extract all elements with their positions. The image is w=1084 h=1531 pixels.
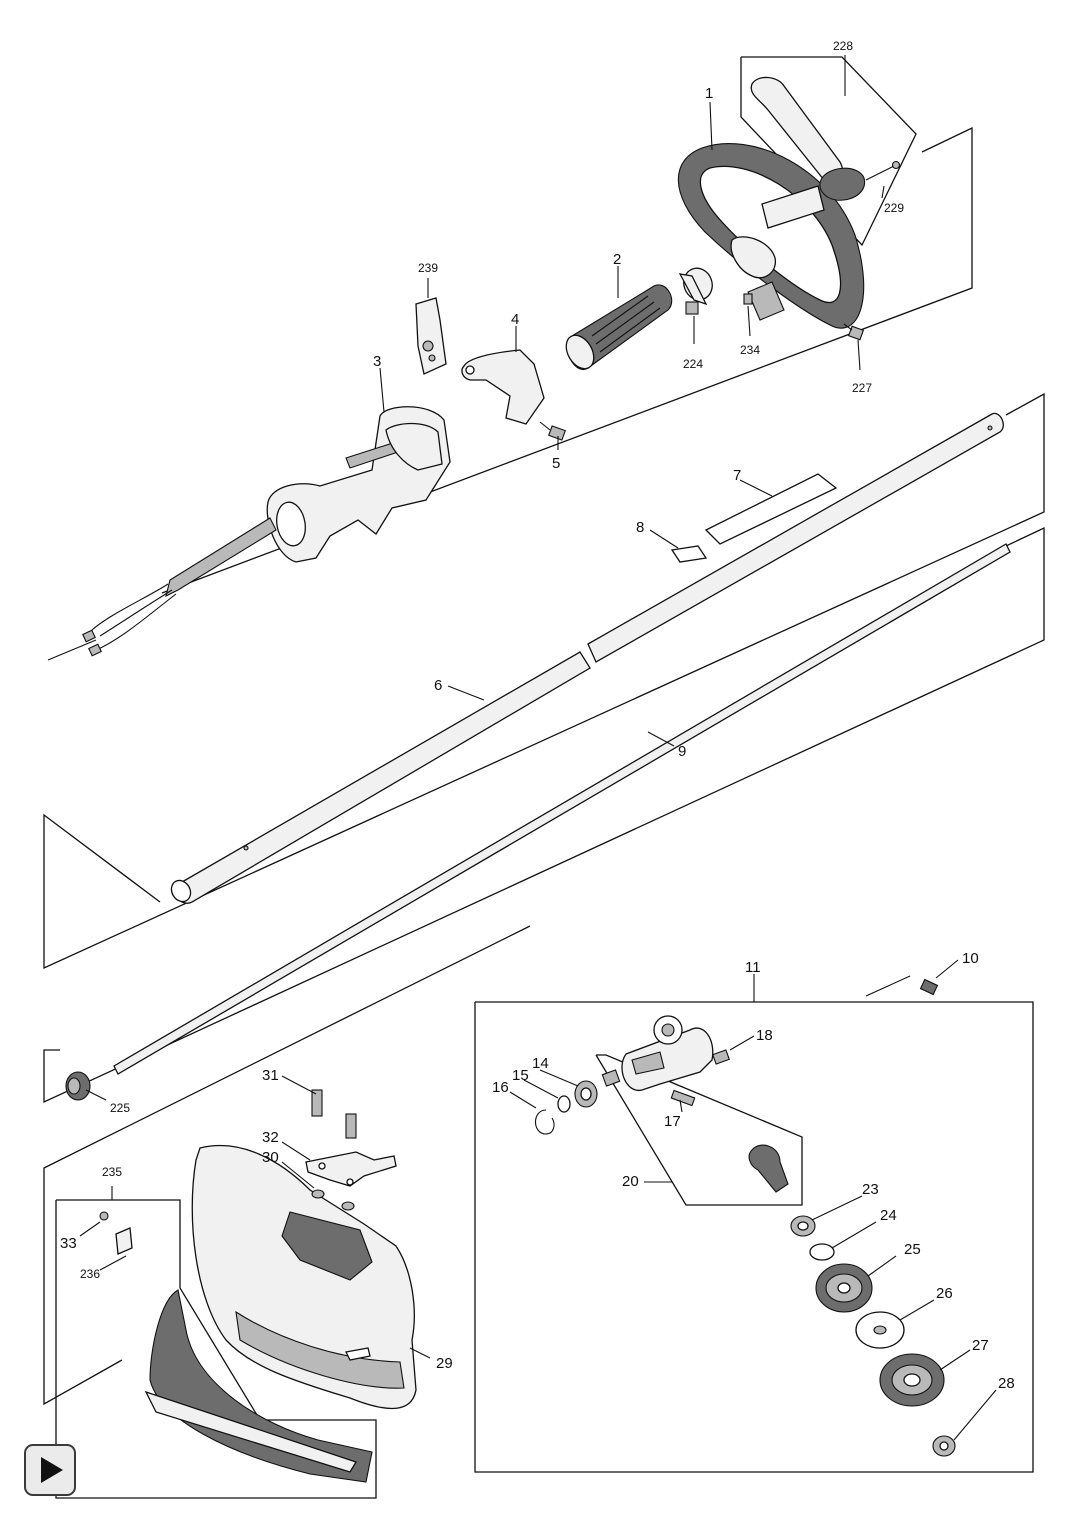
guard-cap-27 [879,1353,945,1407]
frame-guard-assembly [43,925,531,1406]
label-4: 4 [511,311,519,328]
circlip-16 [534,1109,555,1135]
plate-236 [115,1227,133,1255]
washer-15 [557,1095,571,1113]
shaft-tube [170,412,1004,904]
label-16: 16 [492,1079,509,1096]
label-5: 5 [552,455,560,472]
label-23: 23 [862,1181,879,1198]
lever-part [750,76,866,201]
label-31: 31 [262,1067,279,1084]
label-239: 239 [418,261,438,275]
bracket-239 [415,297,447,375]
screw-229 [865,160,901,181]
screw-227 [843,323,865,341]
play-triangle-icon [41,1457,63,1483]
label-235: 235 [102,1165,122,1179]
label-33: 33 [60,1235,77,1252]
screw-33 [99,1211,109,1221]
label-20: 20 [622,1173,639,1190]
grip-sleeve [565,284,673,371]
label-decal-7 [704,473,838,545]
label-11: 11 [745,959,761,976]
label-25: 25 [904,1241,921,1258]
nut-28 [932,1435,956,1457]
label-24: 24 [880,1207,897,1224]
label-15: 15 [512,1067,529,1084]
gear-cover-25 [815,1263,873,1313]
frame-lever-kit [740,56,917,247]
label-7: 7 [733,467,741,484]
circlip-24 [809,1243,835,1261]
label-27: 27 [972,1337,989,1354]
label-26: 26 [936,1285,953,1302]
label-28: 28 [998,1375,1015,1392]
frame-shaft-kit [595,1054,803,1206]
label-32: 32 [262,1129,279,1146]
label-29: 29 [436,1355,453,1372]
bearing-14 [574,1080,598,1108]
label-6: 6 [434,677,442,694]
washer-30 [311,1189,355,1211]
label-1: 1 [705,85,713,102]
screw-5 [539,421,566,441]
bolt-10 [919,978,939,996]
loop-handle [677,143,865,329]
label-30: 30 [262,1149,279,1166]
drive-shaft [113,543,1011,1075]
pin-234 [743,293,753,305]
bearing-23 [790,1215,816,1237]
frame-gearhead-assembly [474,974,1034,1473]
label-229: 229 [884,201,904,215]
gear-head [621,1015,714,1091]
label-2: 2 [613,251,621,268]
damper-225 [65,1071,91,1101]
bracket-4 [461,349,545,425]
label-14: 14 [532,1055,549,1072]
clamp-224 [678,267,713,315]
label-10: 10 [962,950,979,967]
frame-shaft-assembly [43,392,1045,970]
throttle-handle [266,406,451,563]
next-page-button[interactable] [24,1444,76,1496]
bolt-31 [311,1089,357,1139]
label-3: 3 [373,353,381,370]
bolt-18 [712,1049,730,1065]
label-decal-8 [670,545,708,563]
guard-29 [191,1144,417,1410]
control-cable [47,517,277,661]
label-17: 17 [664,1113,681,1130]
label-227: 227 [852,381,872,395]
frame-handle-assembly [161,126,973,594]
holder-26 [855,1311,905,1349]
label-236: 236 [80,1267,100,1281]
label-9: 9 [678,743,686,760]
label-234: 234 [740,343,760,357]
label-18: 18 [756,1027,773,1044]
spindle-shaft-20 [601,1069,789,1193]
frame-drive-assembly [43,526,1045,1104]
frame-guard-blade-kit [55,1199,377,1499]
cutting-edge-blade [144,1289,373,1483]
label-8: 8 [636,519,644,536]
bolt-17 [670,1089,696,1107]
guard-bracket-32 [305,1151,397,1187]
label-224: 224 [683,357,703,371]
leader-lines [79,55,997,1441]
part-number-labels: 1 2 3 4 5 6 7 8 9 10 11 14 15 16 17 18 2… [60,39,1015,1392]
label-225: 225 [110,1101,130,1115]
label-228: 228 [833,39,853,53]
